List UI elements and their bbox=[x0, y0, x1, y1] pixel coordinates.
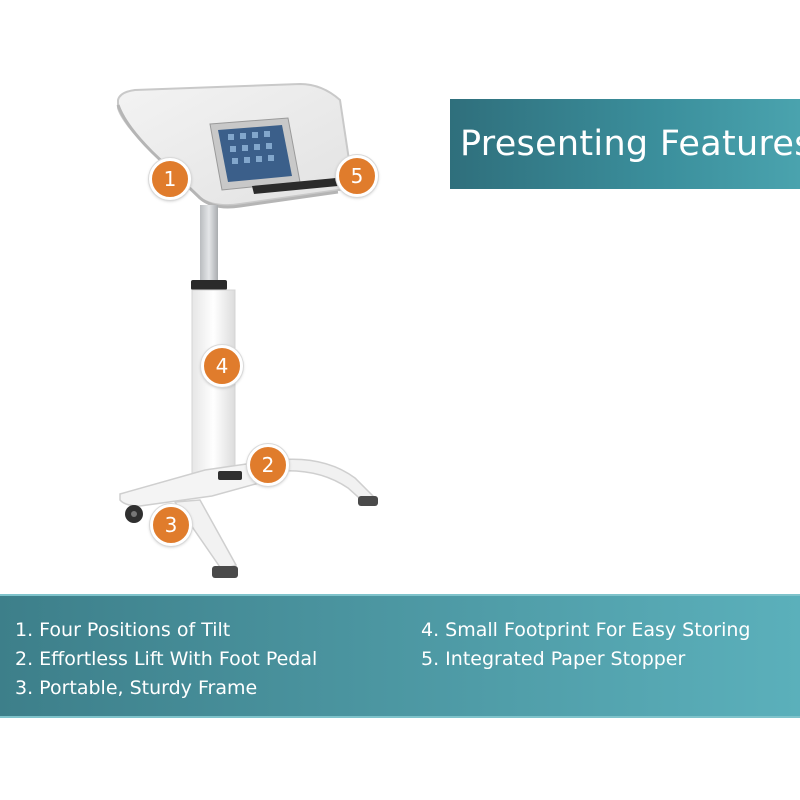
upper-pole bbox=[200, 205, 218, 285]
feature-list-right: 4. Small Footprint For Easy Storing 5. I… bbox=[421, 616, 751, 674]
feature-item: 4. Small Footprint For Easy Storing bbox=[421, 619, 751, 641]
tablet bbox=[209, 117, 301, 191]
feature-badge-2: 2 bbox=[247, 444, 289, 486]
feature-badge-5: 5 bbox=[336, 155, 378, 197]
feature-item: 3. Portable, Sturdy Frame bbox=[15, 677, 258, 699]
pole-collar bbox=[191, 280, 227, 290]
feature-badge-1: 1 bbox=[149, 158, 191, 200]
lectern-product-illustration bbox=[116, 82, 378, 578]
page-title: Presenting Features bbox=[460, 124, 800, 164]
foot-pedal bbox=[218, 471, 242, 480]
feature-item: 5. Integrated Paper Stopper bbox=[421, 648, 686, 670]
paper-stopper bbox=[252, 178, 338, 194]
feature-badge-3: 3 bbox=[150, 504, 192, 546]
features-band: 1. Four Positions of Tilt 2. Effortless … bbox=[0, 594, 800, 718]
title-banner: Presenting Features bbox=[450, 99, 800, 189]
feature-list-left: 1. Four Positions of Tilt 2. Effortless … bbox=[15, 616, 317, 703]
feature-item: 1. Four Positions of Tilt bbox=[15, 619, 231, 641]
feature-item: 2. Effortless Lift With Foot Pedal bbox=[15, 648, 318, 670]
feature-badge-4: 4 bbox=[201, 345, 243, 387]
caster-wheels bbox=[125, 505, 143, 523]
